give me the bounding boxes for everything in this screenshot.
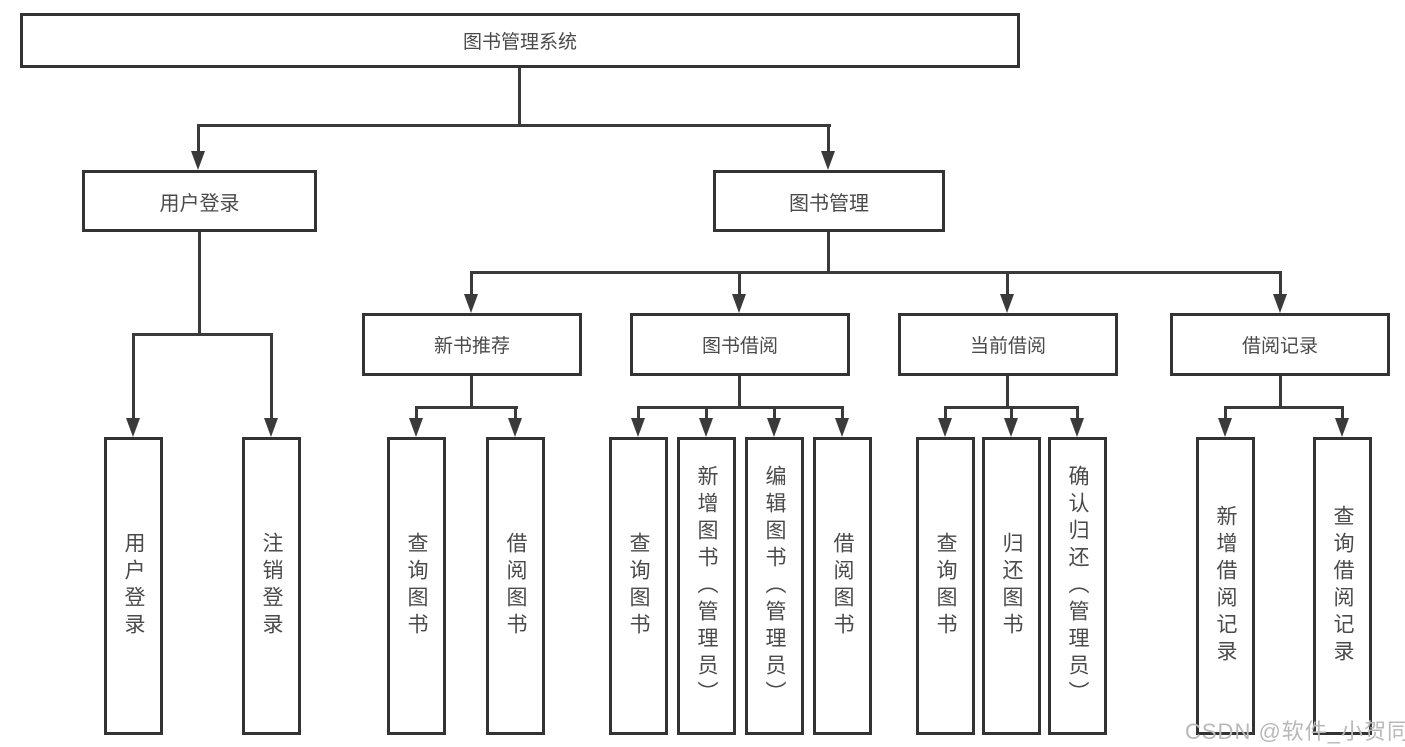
connector-line [518,68,521,125]
connector-line [738,271,741,298]
connector-line [132,333,273,336]
node-user-login-module-label: 用户登录 [159,192,240,215]
arrowhead-down-icon [409,418,423,437]
arrowhead-down-icon [1335,418,1349,437]
connector-line [1279,271,1282,298]
connector-line [415,406,518,409]
node-leaf-query-books-2: 查询图书 [609,437,668,735]
connector-line [841,406,844,420]
connector-line [470,376,473,408]
node-leaf-query-books-2-label: 查询图书 [627,532,650,640]
node-book-borrowing-label: 图书借阅 [701,336,778,357]
connector-line [738,376,741,408]
arrowhead-down-icon [821,151,835,170]
node-leaf-borrow-books-1: 借阅图书 [486,437,545,735]
connector-line [944,406,947,420]
connector-line [1010,406,1013,420]
node-leaf-query-books-1: 查询图书 [387,437,446,735]
node-library-system-label: 图书管理系统 [462,32,577,53]
node-book-borrowing: 图书借阅 [630,313,850,376]
node-current-borrowing-label: 当前借阅 [969,336,1046,357]
node-leaf-query-borrow-record: 查询借阅记录 [1313,437,1372,735]
arrowhead-down-icon [264,418,278,437]
arrowhead-down-icon [938,418,952,437]
arrowhead-down-icon [508,418,522,437]
node-leaf-add-borrow-record: 新增借阅记录 [1196,437,1255,735]
node-leaf-add-book-admin-label: 新增图书（管理员） [695,464,718,708]
arrowhead-down-icon [191,151,205,170]
node-leaf-query-books-3-label: 查询图书 [934,532,957,640]
node-borrowing-records: 借阅记录 [1170,313,1390,376]
connector-line [514,406,517,420]
connector-line [637,406,844,409]
arrowhead-down-icon [631,418,645,437]
node-leaf-add-book-admin: 新增图书（管理员） [677,437,736,735]
connector-line [1006,376,1009,408]
node-leaf-borrow-books-2: 借阅图书 [813,437,872,735]
node-new-book-recommend-label: 新书推荐 [433,336,510,357]
connector-line [1006,271,1009,298]
connector-line [705,406,708,420]
connector-line [470,271,473,298]
connector-line [1279,376,1282,408]
arrowhead-down-icon [1070,418,1084,437]
connector-line [415,406,418,420]
arrowhead-down-icon [1273,294,1287,313]
node-leaf-user-login-label: 用户登录 [122,532,145,640]
node-borrowing-records-label: 借阅记录 [1241,336,1318,357]
connector-line [1224,406,1344,409]
node-leaf-logout: 注销登录 [242,437,301,735]
connector-line [1076,406,1079,420]
arrowhead-down-icon [767,418,781,437]
node-library-system: 图书管理系统 [20,13,1020,68]
connector-line [470,271,1281,274]
arrowhead-down-icon [835,418,849,437]
watermark: CSDN @软件_小贺同学 [1185,719,1405,744]
node-leaf-query-borrow-record-label: 查询借阅记录 [1331,505,1354,667]
node-leaf-query-books-3: 查询图书 [916,437,975,735]
arrowhead-down-icon [732,294,746,313]
node-leaf-confirm-return-admin-label: 确认归还（管理员） [1066,464,1089,708]
node-leaf-borrow-books-1-label: 借阅图书 [504,532,527,640]
node-leaf-user-login: 用户登录 [104,437,163,735]
node-leaf-confirm-return-admin: 确认归还（管理员） [1048,437,1107,735]
node-leaf-edit-book-admin: 编辑图书（管理员） [745,437,804,735]
connector-line [270,333,273,419]
arrowhead-down-icon [1004,418,1018,437]
connector-line [827,232,830,274]
connector-line [827,124,830,156]
arrowhead-down-icon [1000,294,1014,313]
connector-line [773,406,776,420]
node-leaf-return-books: 归还图书 [982,437,1041,735]
node-leaf-query-books-1-label: 查询图书 [405,532,428,640]
node-user-login-module: 用户登录 [82,170,317,232]
arrowhead-down-icon [464,294,478,313]
connector-line [1224,406,1227,420]
connector-line [198,232,201,336]
node-new-book-recommend: 新书推荐 [362,313,582,376]
node-leaf-return-books-label: 归还图书 [1000,532,1023,640]
arrowhead-down-icon [1218,418,1232,437]
arrowhead-down-icon [699,418,713,437]
node-leaf-borrow-books-2-label: 借阅图书 [831,532,854,640]
node-book-management-module: 图书管理 [713,170,945,232]
node-leaf-edit-book-admin-label: 编辑图书（管理员） [763,464,786,708]
arrowhead-down-icon [126,418,140,437]
node-leaf-add-borrow-record-label: 新增借阅记录 [1214,505,1237,667]
connector-line [1341,406,1344,420]
connector-line [198,124,831,127]
connector-line [197,124,200,156]
connector-line [132,333,135,419]
node-leaf-logout-label: 注销登录 [260,532,283,640]
node-book-management-module-label: 图书管理 [789,192,869,215]
node-current-borrowing: 当前借阅 [898,313,1118,376]
connector-line [637,406,640,420]
